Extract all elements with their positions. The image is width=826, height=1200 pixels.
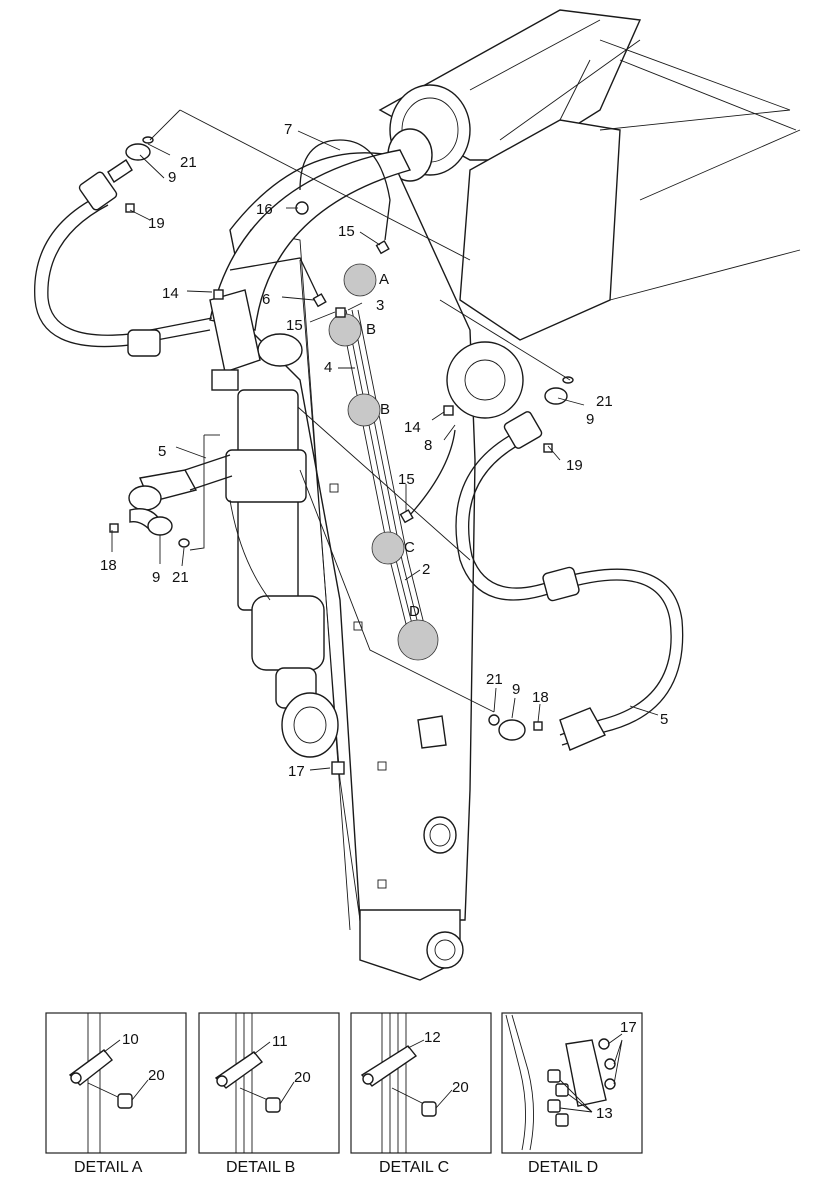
hose-left-lower [128,454,233,531]
callout-B: B [366,321,376,338]
callout-17: 17 [288,763,305,780]
detail-d-panel: 17 13 DETAIL D [501,1012,643,1176]
hardware [109,136,574,775]
callout-7: 7 [284,121,292,138]
boom-assembly [209,9,801,981]
leader-lines [111,109,659,771]
detail-c-label-20: 20 [452,1079,469,1096]
callout-19: 19 [148,215,165,232]
detail-d-label-17: 17 [620,1019,637,1036]
callout-2: 2 [422,561,430,578]
callout-14: 14 [404,419,421,436]
callout-16: 16 [256,201,273,218]
callout-6: 6 [262,291,270,308]
callout-15: 15 [398,471,415,488]
callout-18: 18 [100,557,117,574]
callout-14: 14 [162,285,179,302]
callout-9: 9 [152,569,160,586]
callout-21: 21 [172,569,189,586]
callout-5: 5 [158,443,166,460]
detail-b-label-20: 20 [294,1069,311,1086]
callout-21: 21 [180,154,197,171]
detail-d-caption: DETAIL D [528,1159,598,1176]
detail-a-caption: DETAIL A [74,1159,143,1176]
callout-3: 3 [376,297,384,314]
detail-a-label-10: 10 [122,1031,139,1048]
callout-19: 19 [566,457,583,474]
detail-d-label-13: 13 [596,1105,613,1122]
hose-left-upper [34,159,213,357]
callout-15: 15 [286,317,303,334]
callout-21: 21 [596,393,613,410]
boom-cylinder [209,289,339,758]
detail-b-panel: 11 20 DETAIL B [198,1012,340,1176]
detail-a-label-20: 20 [148,1067,165,1084]
callout-9: 9 [586,411,594,428]
callout-labels: 7 21 9 19 16 15 A 14 6 3 15 B 4 B 21 9 1… [100,121,668,780]
callout-21: 21 [486,671,503,688]
detail-c-panel: 12 20 DETAIL C [350,1012,492,1176]
detail-c-caption: DETAIL C [379,1159,449,1176]
callout-15: 15 [338,223,355,240]
callout-18: 18 [532,689,549,706]
callout-D: D [409,603,420,620]
callout-9: 9 [168,169,176,186]
callout-8: 8 [424,437,432,454]
hose-right [455,411,684,751]
callout-4: 4 [324,359,332,376]
detail-c-label-12: 12 [424,1029,441,1046]
detail-b-label-11: 11 [272,1033,288,1050]
callout-C: C [404,539,415,556]
callout-A: A [379,271,389,288]
callout-5: 5 [660,711,668,728]
callout-B: B [380,401,390,418]
detail-b-caption: DETAIL B [226,1159,295,1176]
callout-9: 9 [512,681,520,698]
detail-markers [328,263,439,661]
detail-a-panel: 10 20 DETAIL A [45,1012,187,1176]
